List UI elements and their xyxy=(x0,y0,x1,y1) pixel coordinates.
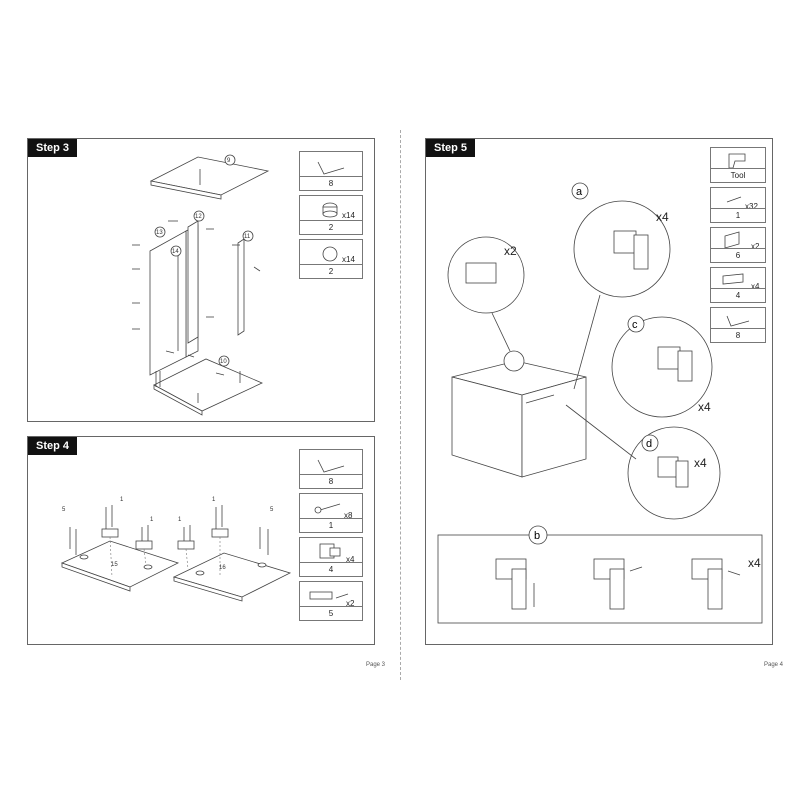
step4-callout-1: 1 xyxy=(178,517,182,523)
step4-part-number: 5 xyxy=(300,606,362,620)
step3-part-number: 2 xyxy=(300,220,362,234)
step4-part-hinge: x4 4 xyxy=(299,537,363,577)
step5-part-bracket: x2 6 xyxy=(710,227,766,263)
step5-part-number: 8 xyxy=(711,328,765,342)
step4-doors-diagram: 15 16 5 1 1 5 1 1 xyxy=(60,497,292,602)
step4-part-number: 1 xyxy=(300,518,362,532)
step4-label-15: 15 xyxy=(111,562,118,568)
step4-part-qty: x8 xyxy=(344,511,353,520)
step5-part-number: Tool xyxy=(711,168,765,182)
step4-callout-5: 5 xyxy=(62,507,66,513)
step5-multiplier-a: x4 xyxy=(656,210,669,224)
step5-part-number: 6 xyxy=(711,248,765,262)
step5-multiplier-x2: x2 xyxy=(504,244,517,258)
step4-part-number: 4 xyxy=(300,562,362,576)
step3-label-11: 11 xyxy=(244,234,251,240)
step3-label-12: 12 xyxy=(195,214,202,220)
step3-exploded-diagram: 9 12 13 14 11 10 xyxy=(132,154,270,416)
step5-part-qty: x32 xyxy=(745,202,758,211)
step5-label-a: a xyxy=(576,186,583,198)
step3-label-9: 9 xyxy=(227,158,231,164)
step3-part-qty: x14 xyxy=(342,255,355,264)
step5-panel: Step 5 x2 a x4 c x4 d x4 xyxy=(425,138,773,645)
step5-multiplier-d: x4 xyxy=(694,456,707,470)
step4-part-qty: x2 xyxy=(346,599,355,608)
step4-callout-1: 1 xyxy=(212,497,216,503)
step4-part-screw: x8 1 xyxy=(299,493,363,533)
step3-label-10: 10 xyxy=(220,359,227,365)
step3-part-cam-cap: x14 2 xyxy=(299,239,363,279)
step5-part-drill: Tool xyxy=(710,147,766,183)
step5-part-allen-key: 8 xyxy=(710,307,766,343)
step4-label-16: 16 xyxy=(219,565,226,571)
step4-callout-1: 1 xyxy=(150,517,154,523)
step5-part-hinge-plate: x4 4 xyxy=(710,267,766,303)
step5-part-qty: x4 xyxy=(751,282,760,291)
step5-multiplier-b: x4 xyxy=(748,556,761,570)
step5-label-d: d xyxy=(646,438,652,450)
page-divider xyxy=(400,130,401,680)
step4-callout-1: 1 xyxy=(120,497,124,503)
step3-label-14: 14 xyxy=(172,249,179,255)
step4-callout-5: 5 xyxy=(270,507,274,513)
step5-part-screw: x32 1 xyxy=(710,187,766,223)
step5-part-qty: x2 xyxy=(751,242,760,251)
step5-part-number: 4 xyxy=(711,288,765,302)
step5-part-number: 1 xyxy=(711,208,765,222)
page-number-left: Page 3 xyxy=(366,662,386,668)
step4-part-qty: x4 xyxy=(346,555,355,564)
step4-part-number: 8 xyxy=(300,474,362,488)
step3-label-13: 13 xyxy=(156,230,163,236)
step3-part-allen-key: 8 xyxy=(299,151,363,191)
step4-panel: Step 4 15 16 5 1 1 5 1 1 xyxy=(27,436,375,645)
step4-title: Step 4 xyxy=(28,437,78,455)
step4-part-dowel: x2 5 xyxy=(299,581,363,621)
page-number-right: Page 4 xyxy=(764,662,784,668)
step5-hinge-diagram: x2 a x4 c x4 d x4 b x4 xyxy=(437,182,763,624)
step3-part-qty: x14 xyxy=(342,211,355,220)
step5-label-b: b xyxy=(534,530,540,542)
step4-part-allen-key: 8 xyxy=(299,449,363,489)
step5-label-c: c xyxy=(632,319,638,331)
step3-panel: Step 3 9 12 13 14 11 10 xyxy=(27,138,375,422)
step5-multiplier-c: x4 xyxy=(698,400,711,414)
step3-part-number: 8 xyxy=(300,176,362,190)
step3-part-number: 2 xyxy=(300,264,362,278)
step5-title: Step 5 xyxy=(426,139,476,157)
step3-title: Step 3 xyxy=(28,139,78,157)
step3-part-cam-lock: x14 2 xyxy=(299,195,363,235)
